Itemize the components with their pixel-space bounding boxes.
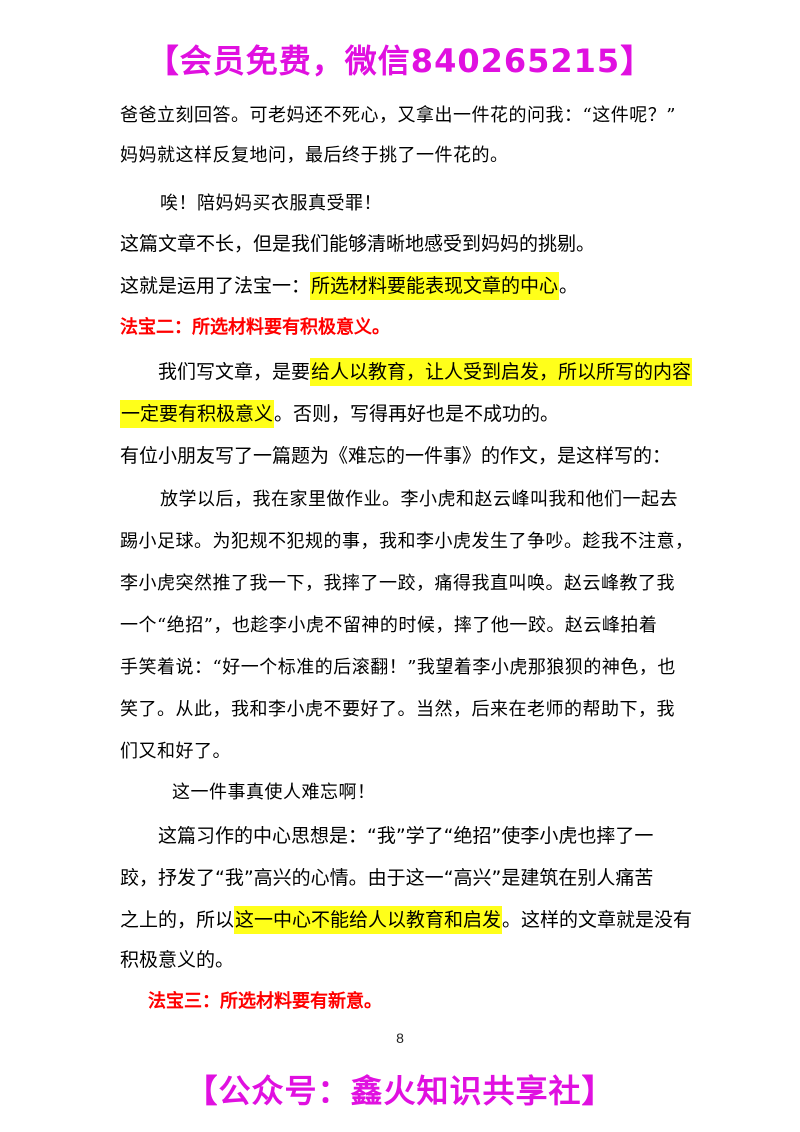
- text-span: 。否则，写得再好也是不成功的。: [274, 403, 560, 425]
- text-line: 我们写文章，是要给人以教育，让人受到启发，所以所写的内容: [158, 358, 693, 386]
- excerpt-line: 李小虎突然推了我一下，我摔了一跤，痛得我直叫唤。赵云峰教了我: [120, 573, 675, 594]
- highlighted-text: 这一中心不能给人以教育和启发: [234, 906, 503, 934]
- text-span: 。这样的文章就是没有: [502, 909, 693, 931]
- text-span: 我们写文章，是要: [158, 361, 311, 383]
- excerpt-line: 一个“绝招”，也趁李小虎不留神的时候，摔了他一跤。赵云峰拍着: [120, 615, 658, 636]
- text-line: 唉！陪妈妈买衣服真受罪！: [160, 193, 382, 214]
- text-span: 这就是运用了法宝一：: [120, 275, 311, 297]
- excerpt-line: 笑了。从此，我和李小虎不要好了。当然，后来在老师的帮助下，我: [120, 699, 675, 720]
- highlighted-text: 给人以教育，让人受到启发，所以所写的内容: [310, 358, 693, 386]
- text-line: 跤，抒发了“我”高兴的心情。由于这一“高兴”是建筑在别人痛苦: [120, 867, 654, 889]
- text-line: 妈妈就这样反复地问，最后终于挑了一件花的。: [120, 145, 509, 166]
- excerpt-line: 踢小足球。为犯规不犯规的事，我和李小虎发生了争吵。趁我不注意，: [120, 531, 694, 552]
- section-heading: 法宝二：所选材料要有积极意义。: [120, 317, 390, 338]
- header-banner: 【会员免费，微信840265215】: [146, 42, 654, 80]
- text-span: 之上的，所以: [120, 909, 235, 931]
- text-line: 这就是运用了法宝一：所选材料要能表现文章的中心。: [120, 272, 579, 300]
- excerpt-line: 这一件事真使人难忘啊！: [172, 782, 376, 803]
- highlighted-text: 一定要有积极意义: [120, 400, 275, 428]
- text-line: 这篇习作的中心思想是：“我”学了“绝招”使李小虎也摔了一: [158, 825, 654, 847]
- excerpt-line: 们又和好了。: [120, 741, 231, 762]
- text-line: 之上的，所以这一中心不能给人以教育和启发。这样的文章就是没有: [120, 906, 693, 934]
- text-line: 积极意义的。: [120, 949, 235, 971]
- excerpt-line: 放学以后，我在家里做作业。李小虎和赵云峰叫我和他们一起去: [160, 489, 678, 510]
- footer-banner: 【公众号：鑫火知识共享社】: [185, 1072, 615, 1110]
- text-line: 有位小朋友写了一篇题为《难忘的一件事》的作文，是这样写的：: [120, 445, 672, 467]
- text-line: 这篇文章不长，但是我们能够清晰地感受到妈妈的挑剔。: [120, 233, 596, 255]
- highlighted-text: 所选材料要能表现文章的中心: [310, 272, 560, 300]
- text-line: 爸爸立刻回答。可老妈还不死心，又拿出一件花的问我：“这件呢？”: [120, 105, 676, 126]
- text-line: 一定要有积极意义。否则，写得再好也是不成功的。: [120, 400, 560, 428]
- page-number: 8: [396, 1030, 404, 1046]
- section-heading: 法宝三：所选材料要有新意。: [148, 991, 382, 1012]
- excerpt-line: 手笑着说：“好一个标准的后滚翻！”我望着李小虎那狼狈的神色，也: [120, 657, 676, 678]
- text-span: 。: [559, 275, 579, 297]
